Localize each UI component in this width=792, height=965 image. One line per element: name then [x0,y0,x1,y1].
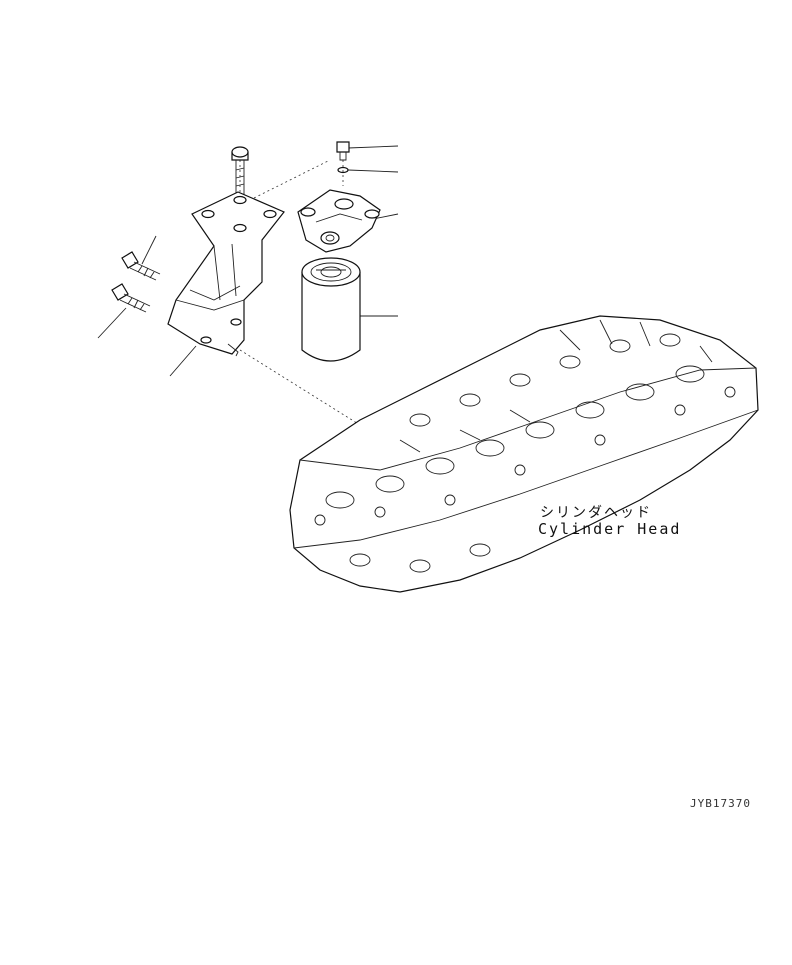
stud-left-lower [111,283,151,313]
part-label-en: Cylinder Head [538,520,682,538]
filter-head [297,189,381,253]
assembly-lines [239,159,361,426]
bolt-small [336,141,350,161]
bracket [167,191,285,357]
leader-lines [97,145,399,377]
cylinder-head [289,315,759,593]
filter-cartridge [301,257,361,362]
drawing-code: JYB17370 [690,797,751,810]
bolt-left-upper [121,251,161,281]
bolt-top [231,146,249,196]
o-ring [337,166,349,174]
part-label-jp: シリンダヘッド [540,505,652,521]
